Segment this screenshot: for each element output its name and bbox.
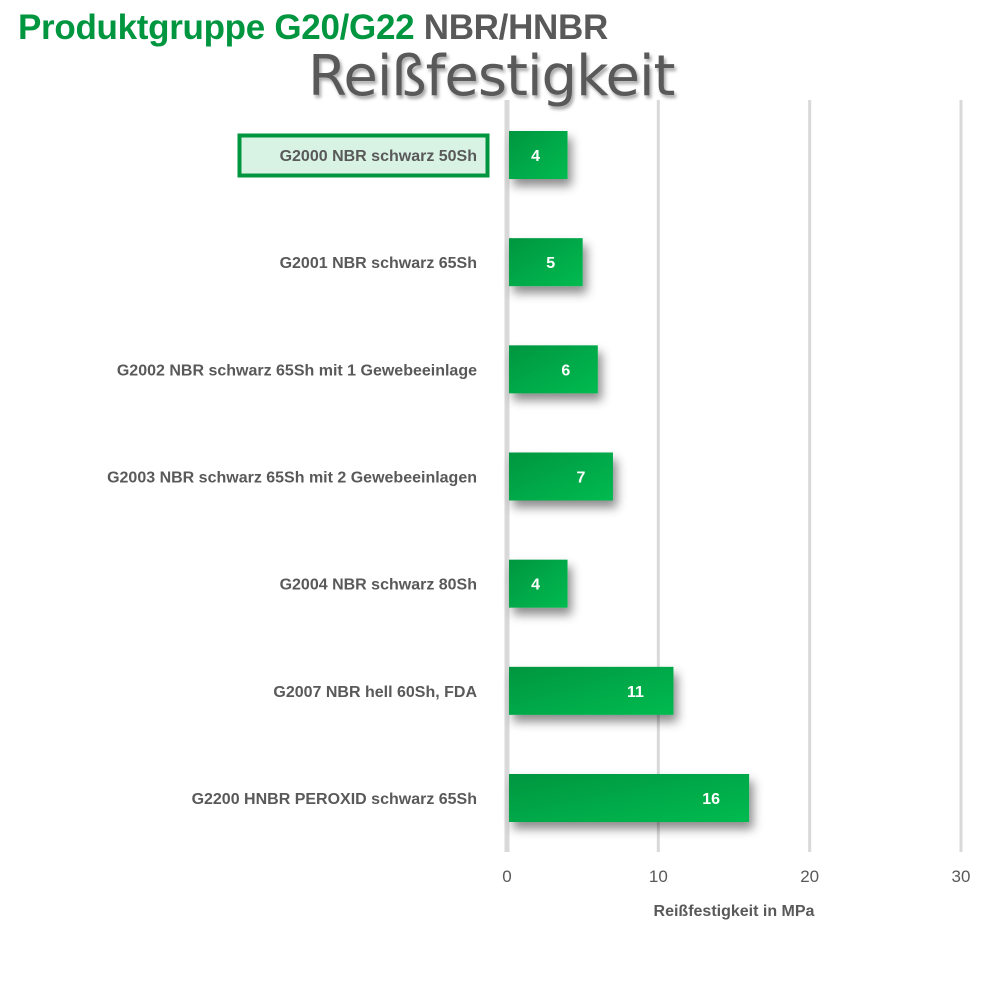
bar: [509, 452, 613, 501]
x-tick-label: 20: [800, 867, 819, 886]
data-label: 16: [702, 791, 720, 808]
category-label: G2200 HNBR PEROXID schwarz 65Sh: [192, 791, 477, 808]
category-label: G2003 NBR schwarz 65Sh mit 2 Gewebeeinla…: [107, 470, 477, 487]
category-label: G2002 NBR schwarz 65Sh mit 1 Gewebeeinla…: [117, 362, 477, 379]
category-label: G2000 NBR schwarz 50Sh: [280, 148, 477, 165]
data-label: 5: [546, 255, 555, 272]
x-axis-title: Reißfestigkeit in MPa: [654, 903, 815, 920]
title-product-group: Produktgruppe G20/G22: [18, 8, 415, 47]
category-label: G2001 NBR schwarz 65Sh: [280, 255, 477, 272]
x-tick-label: 30: [952, 867, 971, 886]
highlight-box: [237, 133, 490, 178]
bar: [509, 131, 568, 179]
x-tick-label: 0: [502, 867, 511, 886]
bar: [509, 345, 598, 394]
bar: [509, 666, 674, 715]
bar: [509, 774, 750, 822]
data-label: 6: [561, 362, 570, 379]
data-label: 4: [531, 577, 540, 594]
x-tick-label: 10: [649, 867, 668, 886]
bar: [509, 559, 568, 608]
category-label: G2004 NBR schwarz 80Sh: [280, 577, 477, 594]
data-label: 11: [627, 684, 644, 701]
bar: [509, 238, 583, 287]
chart-title: Produktgruppe G20/G22 NBR/HNBR: [18, 8, 608, 48]
data-label: 7: [576, 470, 585, 487]
category-label: G2007 NBR hell 60Sh, FDA: [273, 684, 477, 701]
title-material: NBR/HNBR: [423, 8, 609, 47]
chart-subtitle: Reißfestigkeit: [308, 44, 675, 109]
data-label: 4: [531, 148, 540, 165]
